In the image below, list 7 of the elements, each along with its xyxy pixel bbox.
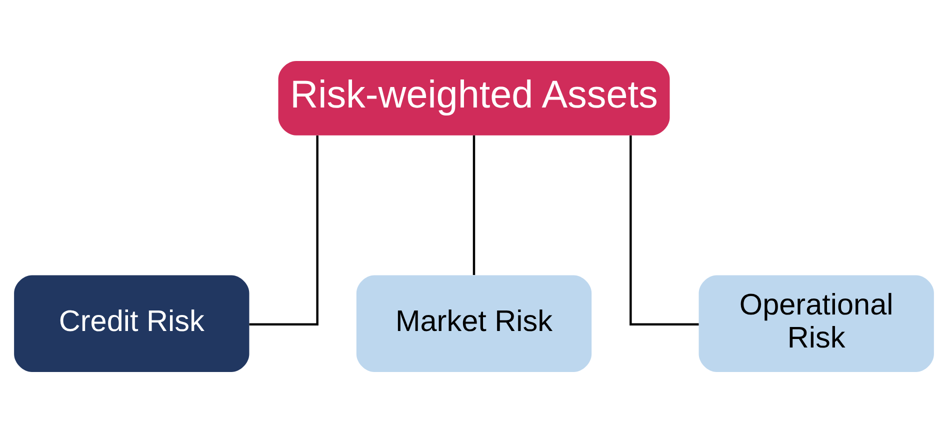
connector [249,136,318,326]
node-box: Operational Risk [698,275,934,372]
connector [630,136,699,326]
connector [472,135,476,275]
node-box: Credit Risk [14,275,250,372]
node-box: Market Risk [356,275,592,372]
node-box: Risk-weighted Assets [278,60,670,136]
